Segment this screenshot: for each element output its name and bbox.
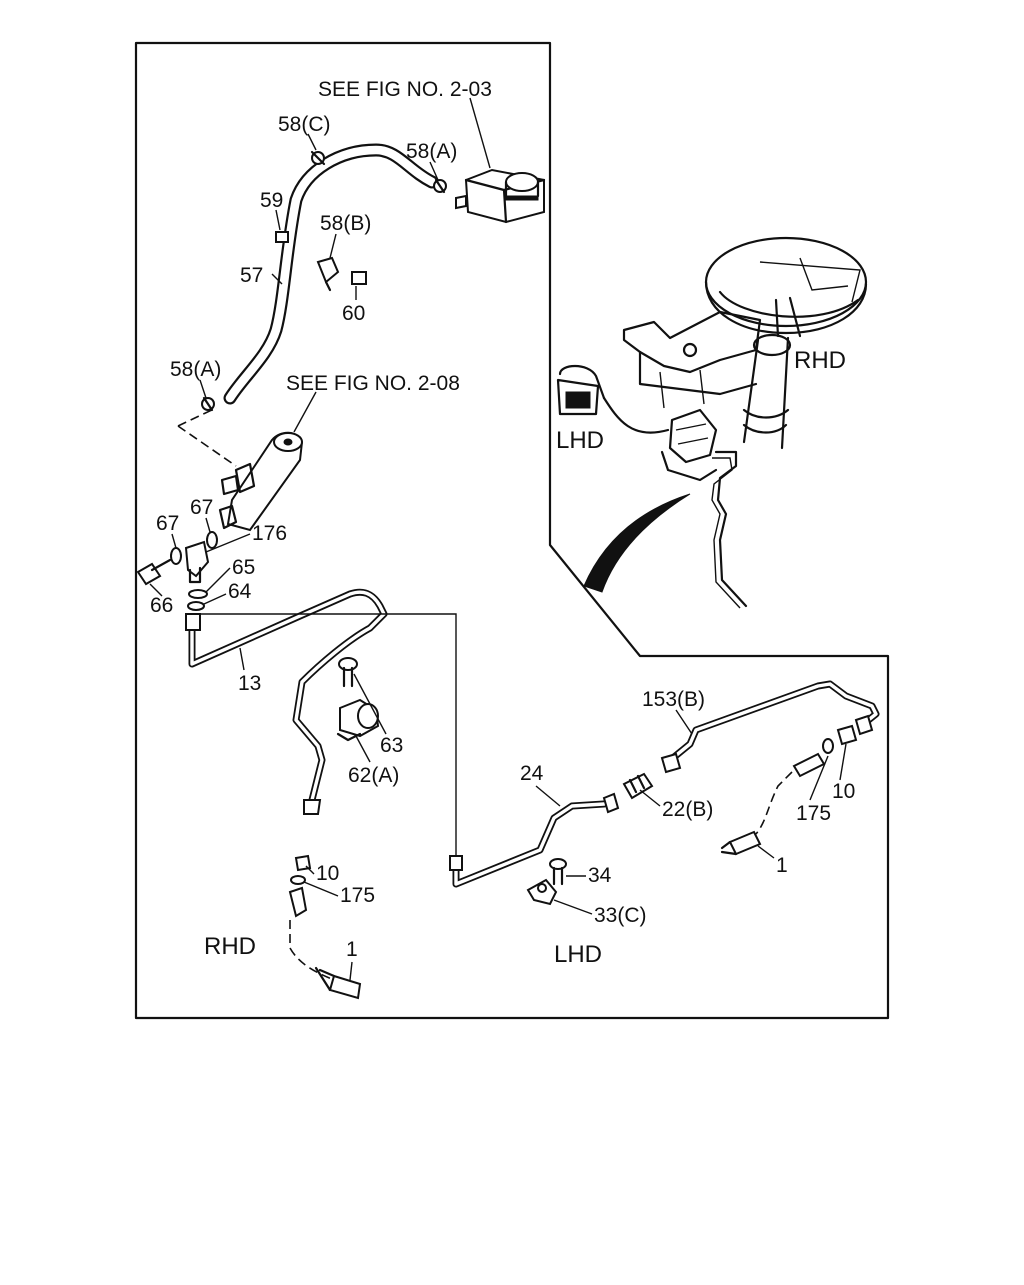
label-67-left: 67 bbox=[156, 512, 179, 535]
label-58a-left: 58(A) bbox=[170, 358, 221, 381]
label-13: 13 bbox=[238, 672, 261, 695]
lhd-route-label: LHD bbox=[554, 941, 602, 968]
washer-175-rhd bbox=[290, 875, 306, 885]
clutch-switch-1-rhd bbox=[314, 966, 362, 1000]
label-34: 34 bbox=[588, 864, 612, 887]
label-10-lhd: 10 bbox=[832, 780, 855, 803]
label-24: 24 bbox=[520, 762, 544, 785]
hose-clamp-58a-top bbox=[433, 178, 447, 194]
label-175-rhd: 175 bbox=[340, 884, 375, 907]
label-60: 60 bbox=[342, 302, 365, 325]
flare-nut-rhd bbox=[303, 799, 322, 815]
label-65: 65 bbox=[232, 556, 255, 579]
clip-33c bbox=[526, 878, 558, 906]
label-175-lhd: 175 bbox=[796, 802, 831, 825]
label-66: 66 bbox=[150, 594, 173, 617]
label-58a-top: 58(A) bbox=[406, 140, 457, 163]
view-arrow bbox=[583, 493, 691, 593]
washer-67-mid bbox=[206, 531, 218, 549]
reference-fig-2-08: SEE FIG NO. 2-08 bbox=[286, 372, 460, 395]
hose-clamp-58c bbox=[310, 150, 326, 166]
label-22b: 22(B) bbox=[662, 798, 713, 821]
master-cylinder bbox=[218, 431, 304, 532]
reference-fig-2-03: SEE FIG NO. 2-03 bbox=[318, 78, 492, 101]
washer-65 bbox=[188, 589, 208, 599]
union-lhd bbox=[792, 752, 826, 778]
label-58b: 58(B) bbox=[320, 212, 371, 235]
label-153b: 153(B) bbox=[642, 688, 705, 711]
hose-clamp-58a-left bbox=[201, 396, 215, 412]
engine-bay-inset: RHD LHD bbox=[556, 236, 868, 609]
joint-22b bbox=[622, 772, 654, 800]
clutch-switch-1-lhd bbox=[720, 830, 762, 856]
label-10-rhd: 10 bbox=[316, 862, 339, 885]
bolt-66 bbox=[136, 558, 172, 586]
label-57: 57 bbox=[240, 264, 263, 287]
flare-nut-top bbox=[185, 613, 201, 631]
label-62a: 62(A) bbox=[348, 764, 399, 787]
union-fitting-176 bbox=[184, 540, 210, 584]
washer-175-lhd bbox=[822, 738, 834, 754]
clutch-fluid-reservoir bbox=[455, 168, 546, 224]
bolt-60 bbox=[351, 271, 367, 285]
label-64: 64 bbox=[228, 580, 252, 603]
label-67-mid: 67 bbox=[190, 496, 213, 519]
bolt-34 bbox=[549, 858, 567, 886]
nut-10-lhd bbox=[836, 724, 858, 746]
washer-67-left bbox=[170, 547, 182, 565]
bolt-63 bbox=[338, 657, 358, 688]
label-58c: 58(C) bbox=[278, 113, 331, 136]
flare-nut-153b-left bbox=[660, 752, 682, 774]
rhd-route-label: RHD bbox=[204, 933, 256, 960]
hose-clamp-58b bbox=[316, 256, 340, 292]
diagram-frame bbox=[134, 41, 890, 1020]
label-1-rhd: 1 bbox=[346, 938, 358, 961]
flare-nut-24 bbox=[602, 792, 620, 814]
flare-nut-153b-right bbox=[854, 714, 874, 736]
lhd-inset-label: LHD bbox=[556, 427, 604, 454]
flare-nut-lhd-left bbox=[449, 855, 463, 871]
rhd-inset-label: RHD bbox=[794, 347, 846, 374]
bolt-59 bbox=[275, 231, 289, 243]
washer-64 bbox=[187, 601, 205, 611]
label-59: 59 bbox=[260, 189, 283, 212]
bracket-62a bbox=[336, 698, 380, 742]
union-rhd bbox=[288, 886, 308, 918]
label-63: 63 bbox=[380, 734, 403, 757]
label-176: 176 bbox=[252, 522, 287, 545]
label-33c: 33(C) bbox=[594, 904, 647, 927]
label-1-lhd: 1 bbox=[776, 854, 788, 877]
